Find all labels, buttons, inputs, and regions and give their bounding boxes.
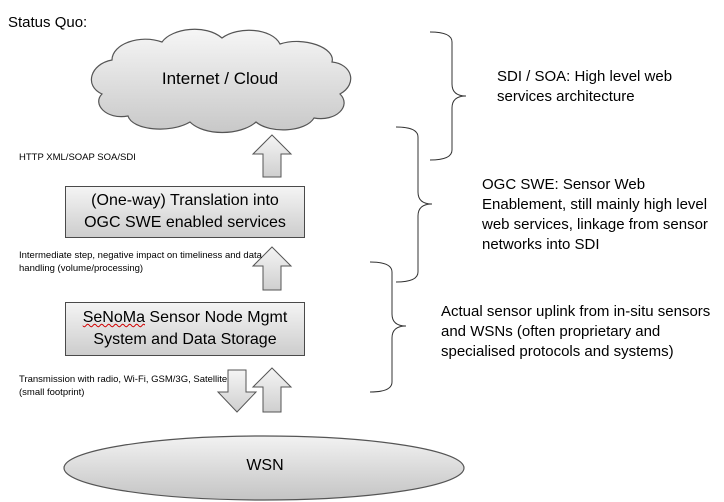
senoma-box-line1-rest: Sensor Node Mgmt xyxy=(144,309,288,326)
cloud-shape xyxy=(90,28,352,133)
translation-box-line2: OGC SWE enabled services xyxy=(84,214,286,231)
senoma-box: SeNoMa Sensor Node Mgmt System and Data … xyxy=(65,302,305,356)
senoma-word: SeNoMa xyxy=(82,309,145,326)
page-title: Status Quo: xyxy=(8,14,88,31)
up-arrow-icon xyxy=(251,367,293,413)
wsn-label: WSN xyxy=(246,457,284,474)
cloud-label: Internet / Cloud xyxy=(161,69,279,88)
http-note: HTTP XML/SOAP SOA/SDI xyxy=(19,152,136,163)
translation-box-line1: (One-way) Translation into xyxy=(91,192,279,209)
intermediate-note: Intermediate step, negative impact on ti… xyxy=(19,250,262,274)
brace-sdi xyxy=(429,31,467,161)
brace-ogc xyxy=(395,126,433,283)
up-arrow-icon xyxy=(251,246,293,291)
up-arrow-icon xyxy=(251,134,293,178)
senoma-box-line1: SeNoMa Sensor Node Mgmt xyxy=(66,307,304,329)
ogc-label: OGC SWE: Sensor Web Enablement, still ma… xyxy=(482,176,708,253)
wsn-ellipse xyxy=(63,435,465,501)
sdi-label: SDI / SOA: High level web services archi… xyxy=(497,68,673,105)
transmission-note: Transmission with radio, Wi-Fi, GSM/3G, … xyxy=(19,374,228,398)
brace-sensor xyxy=(369,261,407,393)
sensor-uplink-label: Actual sensor uplink from in-situ sensor… xyxy=(441,303,711,360)
translation-box: (One-way) Translation into OGC SWE enabl… xyxy=(65,186,305,238)
senoma-box-line2: System and Data Storage xyxy=(93,331,277,348)
down-arrow-icon xyxy=(216,369,258,413)
